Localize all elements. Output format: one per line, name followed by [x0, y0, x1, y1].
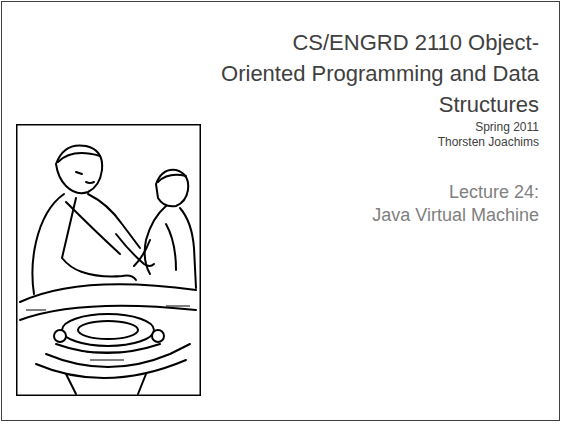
instructor-name: Thorsten Joachims	[239, 135, 539, 149]
mechanics-clipart	[16, 124, 201, 396]
slide-title: CS/ENGRD 2110 Object-Oriented Programmin…	[219, 28, 539, 120]
term-label: Spring 2011	[239, 120, 539, 134]
lecture-number: Lecture 24:	[239, 182, 539, 204]
lecture-topic: Java Virtual Machine	[239, 205, 539, 227]
